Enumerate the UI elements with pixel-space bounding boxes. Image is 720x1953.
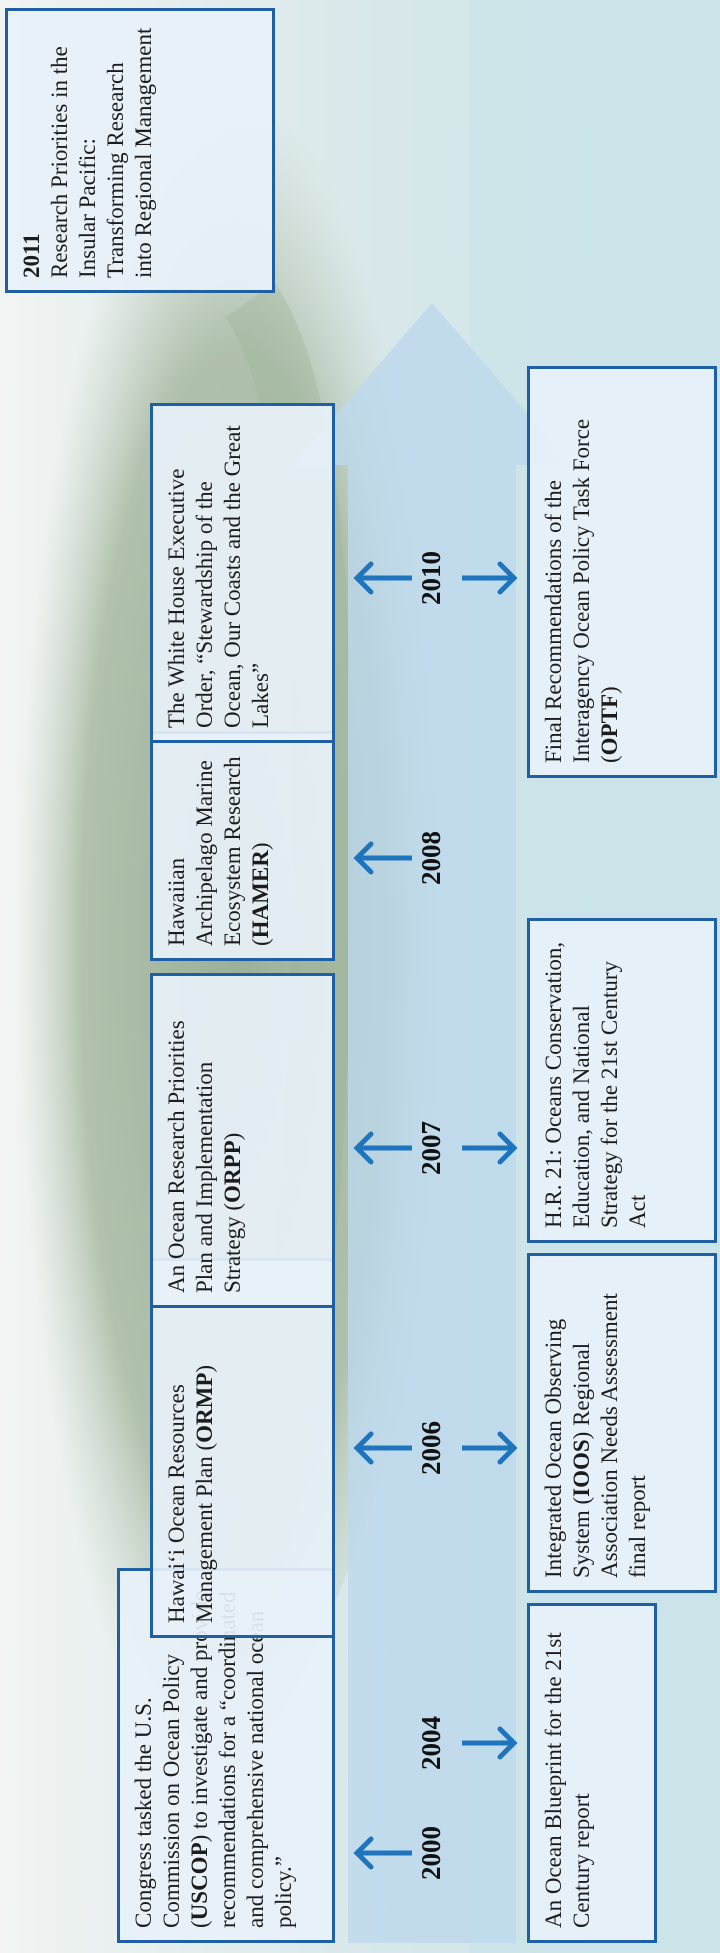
event-text: ) (248, 842, 274, 851)
event-box-2006-ormp: Hawai‘i Ocean Resources Management Plan … (150, 1258, 335, 1638)
final-event-year: 2011 (19, 233, 44, 278)
event-acronym: OPTF (597, 693, 623, 756)
event-text: ) (597, 686, 623, 694)
arrow-up-2007-orpp (353, 1131, 412, 1165)
event-acronym: ORMP (192, 1372, 218, 1443)
arrow-up-2010-executive-order (353, 561, 412, 595)
event-box-2010-executive-order: The White House Executive Order, “Stewar… (150, 403, 335, 743)
arrow-down-2006-ioos (462, 1431, 518, 1465)
event-box-2007-hr21: H.R. 21: Oceans Conservation, Education,… (527, 918, 717, 1243)
event-text: An Ocean Blueprint for the 21st Century … (541, 1632, 595, 1928)
event-box-2010-optf: Final Recommendations of the Interagency… (527, 366, 717, 778)
event-text: ) (220, 1132, 246, 1141)
event-acronym: HAMER (248, 850, 274, 939)
event-text: Research Priorities in the Insular Pacif… (47, 27, 157, 278)
event-text: H.R. 21: Oceans Conservation, Education,… (541, 941, 651, 1228)
event-box-2006-ioos: Integrated Ocean Observing System (IOOS)… (527, 1253, 717, 1593)
event-box-2007-orpp: An Ocean Research Priorities Plan and Im… (150, 973, 335, 1308)
arrow-up-2000-uscop (353, 1836, 412, 1870)
arrow-up-2006-ormp (353, 1431, 412, 1465)
arrow-up-2008-hamer (353, 841, 412, 875)
year-label-2004: 2004 (416, 1716, 446, 1770)
arrow-down-2007-hr21 (462, 1131, 518, 1165)
event-text: The White House Executive Order, “Stewar… (164, 425, 274, 728)
event-text: ) (192, 1364, 218, 1373)
event-box-2004-blueprint: An Ocean Blueprint for the 21st Century … (527, 1603, 657, 1943)
event-acronym: USCOP (187, 1842, 213, 1921)
arrow-down-2004-blueprint (462, 1726, 518, 1760)
arrow-down-2010-optf (462, 561, 518, 595)
timeline-band-arrow (292, 303, 572, 1943)
event-acronym: IOOS (569, 1439, 595, 1497)
event-box-2008-hamer: Hawaiian Archipelago Marine Ecosystem Re… (150, 731, 335, 961)
event-acronym: ORPP (220, 1140, 246, 1203)
